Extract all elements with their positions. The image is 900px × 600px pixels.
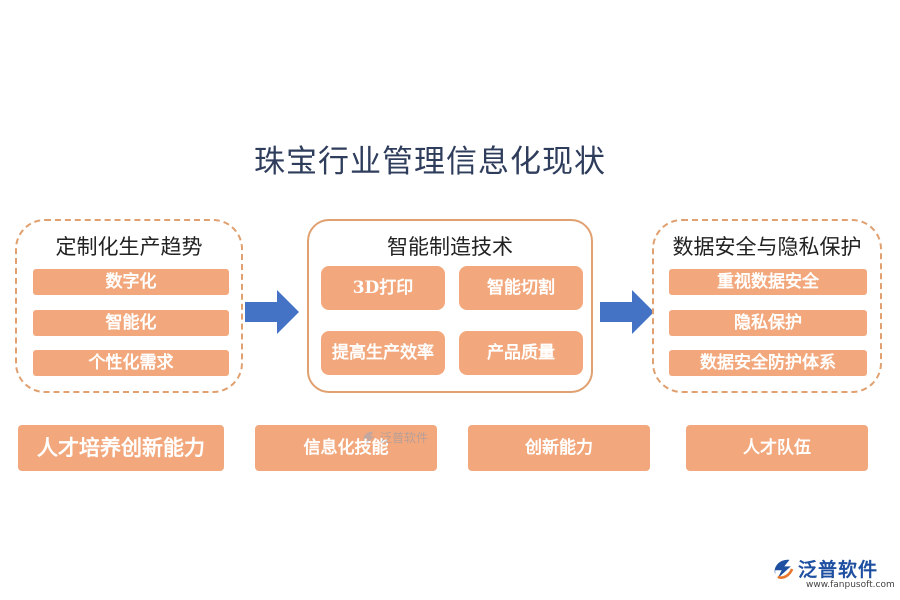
panel-customized-production: 定制化生产趋势 数字化 智能化 个性化需求 [15, 219, 243, 393]
item-product-quality: 产品质量 [459, 331, 583, 375]
item-personalized-demand: 个性化需求 [33, 350, 229, 376]
logo-name: 泛普软件 [798, 559, 879, 581]
item-digitalization: 数字化 [33, 269, 229, 295]
panel-smart-manufacturing: 智能制造技术 3D打印 智能切割 提高生产效率 产品质量 [307, 219, 593, 393]
item-smart-cutting: 智能切割 [459, 266, 583, 310]
bottom-talent-team: 人才队伍 [686, 425, 868, 471]
item-intelligence: 智能化 [33, 310, 229, 336]
brand-logo: 泛普软件 www.fanpusoft.com [770, 553, 895, 598]
logo-url: www.fanpusoft.com [806, 580, 895, 590]
bottom-it-skills: 信息化技能 [255, 425, 437, 471]
item-security-system: 数据安全防护体系 [669, 350, 867, 376]
fanpu-logo-icon [774, 559, 794, 579]
item-privacy-protection: 隐私保护 [669, 310, 867, 336]
page-title: 珠宝行业管理信息化现状 [254, 144, 606, 180]
watermark-text: 泛普软件 [380, 431, 429, 445]
bottom-talent-innovation: 人才培养创新能力 [18, 425, 224, 471]
item-3d-printing: 3D打印 [321, 266, 445, 310]
panel-title: 定制化生产趋势 [55, 235, 203, 259]
panel-data-security: 数据安全与隐私保护 重视数据安全 隐私保护 数据安全防护体系 [652, 219, 882, 393]
watermark: 泛普软件 [360, 427, 440, 449]
fanpu-logo-icon [363, 431, 375, 445]
item-production-efficiency: 提高生产效率 [321, 331, 445, 375]
arrow-right-icon [600, 290, 654, 334]
bottom-innovation: 创新能力 [468, 425, 650, 471]
panel-title: 数据安全与隐私保护 [672, 235, 862, 259]
arrow-right-icon [245, 290, 299, 334]
item-value-data-security: 重视数据安全 [669, 269, 867, 295]
panel-title: 智能制造技术 [387, 235, 513, 259]
